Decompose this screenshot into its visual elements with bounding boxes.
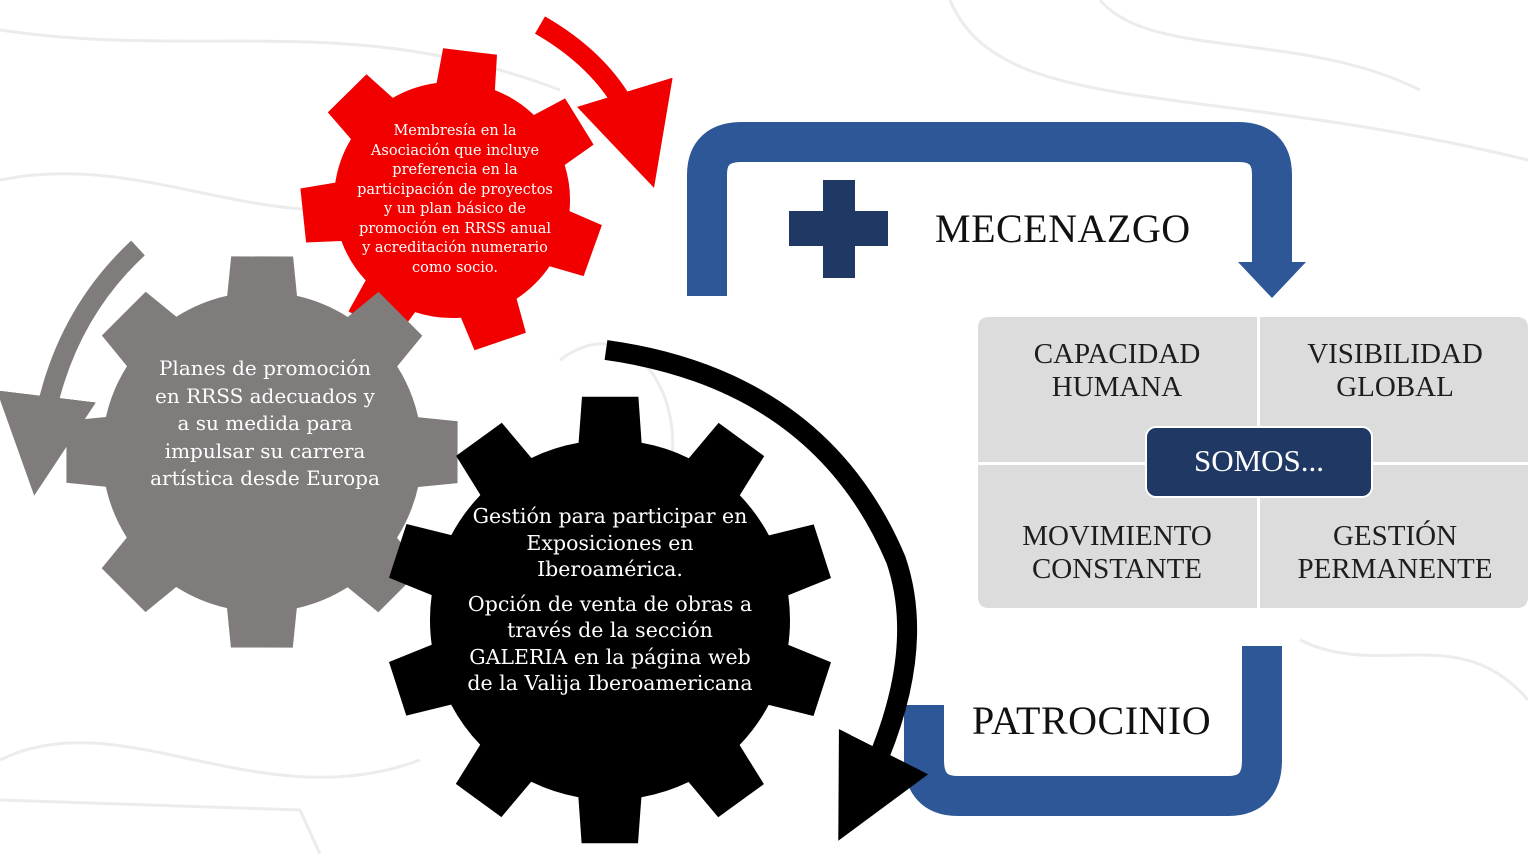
mecenazgo-label: MECENAZGO bbox=[935, 206, 1191, 251]
somos-grid bbox=[978, 317, 1528, 608]
red-gear-text: Membresía en la Asociación que incluye p… bbox=[357, 123, 553, 276]
gray-curved-arrow bbox=[0, 240, 145, 496]
patrocinio-label: PATROCINIO bbox=[972, 698, 1212, 743]
red-gear bbox=[300, 48, 602, 351]
somos-label: SOMOS... bbox=[1193, 443, 1325, 478]
mecenazgo-frame bbox=[687, 122, 1306, 298]
red-curved-arrow bbox=[534, 16, 673, 188]
black-gear-text-line2: Opción de venta de obras a través de la … bbox=[467, 591, 753, 696]
black-curved-arrow bbox=[604, 340, 929, 841]
somos-box bbox=[1145, 426, 1373, 498]
plus-icon bbox=[789, 180, 888, 278]
quadrant-movimiento-constante: MOVIMIENTO CONSTANTE bbox=[1022, 520, 1212, 585]
black-gear-text-line1: Gestión para participar en Exposiciones … bbox=[472, 504, 748, 581]
quadrant-gestion-permanente: GESTIÓN PERMANENTE bbox=[1297, 520, 1493, 585]
quadrant-capacidad-humana: CAPACIDAD HUMANA bbox=[1033, 338, 1201, 403]
gray-gear bbox=[66, 256, 458, 648]
black-gear bbox=[389, 396, 831, 844]
quadrant-visibilidad-global: VISIBILIDAD GLOBAL bbox=[1307, 338, 1483, 403]
black-gear-text: Gestión para participar en Exposiciones … bbox=[455, 503, 765, 697]
gray-gear-text: Planes de promoción en RRSS adecuados y … bbox=[150, 356, 380, 490]
